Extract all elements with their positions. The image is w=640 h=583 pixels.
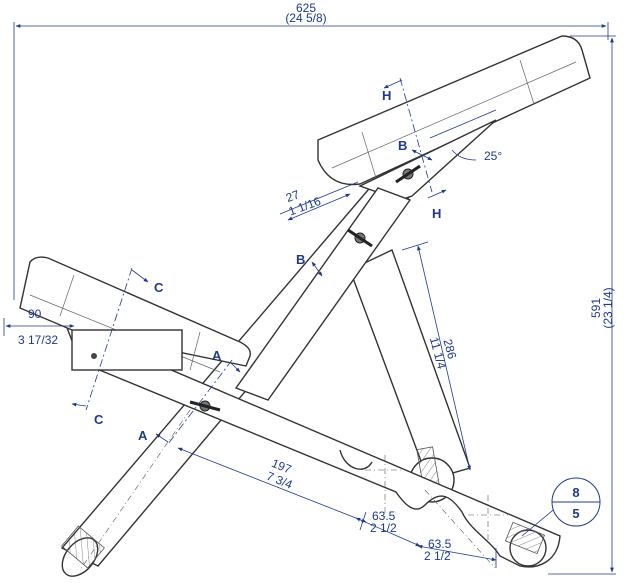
detail-bubble-bottom: 5 [572,506,579,521]
overall-width-mm: 625 [296,1,316,15]
wing-knob-upper [395,164,421,184]
notch-dimension-1: 63.5 2 1/2 [355,509,421,547]
overall-height-dimension: 591 (23 1/4) [548,35,616,575]
back-offset-dimension: 27 1 1/16 [279,181,359,221]
overall-height-mm: 591 [589,298,603,318]
wing-knob-lower [189,400,221,412]
back-pad [317,35,591,201]
section-h: H H [382,77,447,221]
section-c: C C [71,267,164,427]
back-offset-mm: 27 [284,187,302,205]
section-a-bottom: A [138,428,148,443]
seat-depth-mm: 90 [28,307,42,321]
detail-bubble-top: 8 [572,485,579,500]
detail-bubble: 8 5 [521,477,601,537]
seat-depth-in: 3 17/32 [18,333,58,347]
overall-width-in: (24 5/8) [285,11,326,25]
overall-width-dimension: 625 (24 5/8) [13,1,609,300]
section-c-bottom: C [94,412,104,427]
section-a: A A [138,348,241,445]
section-b: B B [296,138,433,277]
section-h-bottom: H [432,206,441,221]
notch-1-mm: 63.5 [372,509,396,523]
upright-length-mm: 286 [441,337,460,360]
notch-dimension-2: 63.5 2 1/2 [417,537,497,568]
section-b-top: B [398,138,407,153]
section-h-top: H [382,88,391,103]
notch-2-mm: 63.5 [428,537,452,551]
section-c-top: C [154,280,164,295]
seat-pad [19,256,251,373]
overall-height-in: (23 1/4) [601,287,615,328]
section-b-mid: B [296,252,305,267]
notch-2-in: 2 1/2 [424,549,451,563]
angle-value: 25° [484,149,502,163]
wing-knob-middle [347,228,373,248]
seat-screw [91,353,97,359]
notch-1-in: 2 1/2 [370,521,397,535]
section-a-top: A [212,348,222,363]
angle-annotation: 25° [429,109,502,163]
seat-depth-dimension: 90 3 17/32 [3,307,75,347]
